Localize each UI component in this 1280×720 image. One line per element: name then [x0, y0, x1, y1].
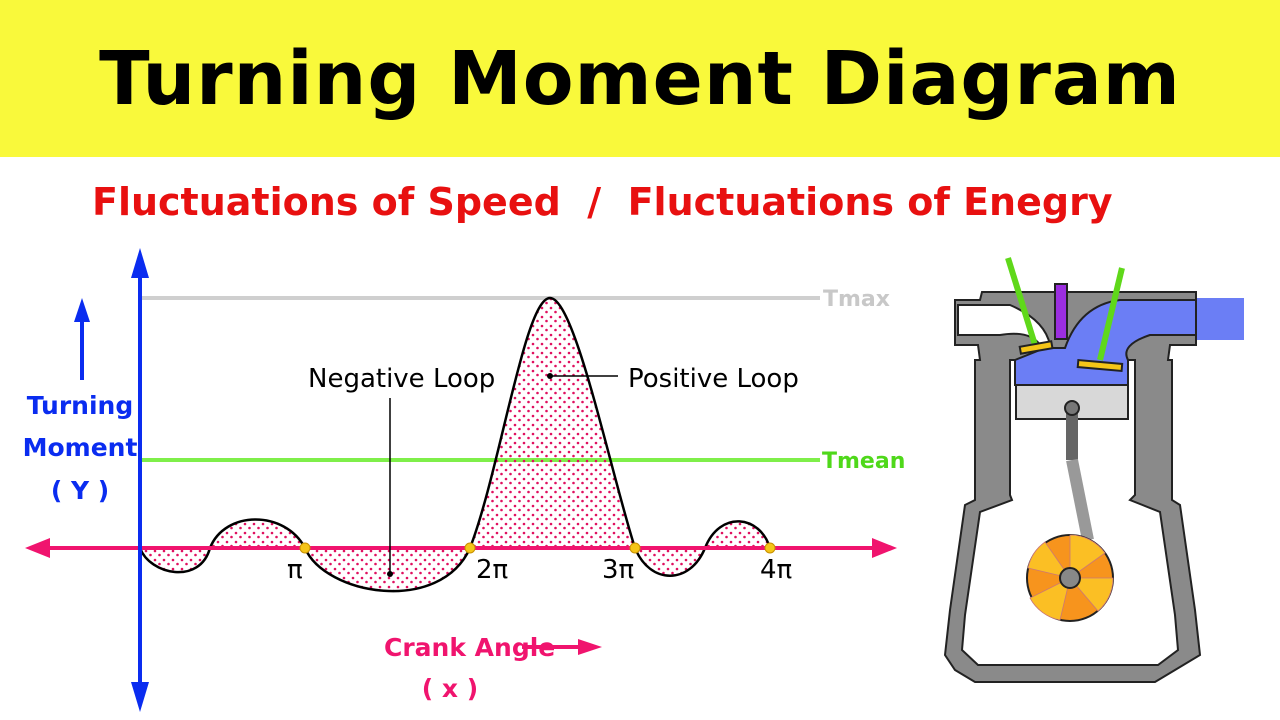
crossing-point [629, 542, 641, 554]
crossing-point [299, 542, 311, 554]
y-label-line1: Turning [27, 391, 134, 420]
x-axis-arrow-right [872, 538, 897, 558]
tick-2pi: 2π [476, 555, 508, 585]
engine-cylinder-illustration [943, 257, 1244, 683]
subtitle: Fluctuations of Speed / Fluctuations of … [92, 180, 1113, 224]
crossing-point [764, 542, 776, 554]
tick-pi: π [287, 555, 303, 585]
y-axis-arrow-down [131, 682, 149, 712]
y-label-line2: Moment [23, 433, 138, 462]
crossing-point [464, 542, 476, 554]
tmax-label: Tmax [823, 287, 890, 312]
y-axis-arrow-up [131, 248, 149, 278]
negative-loop-label: Negative Loop [308, 364, 495, 394]
title-banner: Turning Moment Diagram [0, 0, 1280, 157]
x-label-symbol: ( x ) [422, 674, 478, 703]
y-label-line3: ( Y ) [51, 476, 109, 505]
tick-4pi: 4π [760, 555, 792, 585]
y-label-arrowhead [74, 298, 90, 322]
tmean-label: Tmean [822, 449, 905, 474]
positive-loop-dot [547, 373, 553, 379]
negative-loop-dot [387, 571, 393, 577]
page-title: Turning Moment Diagram [99, 35, 1181, 122]
tick-3pi: 3π [602, 555, 634, 585]
x-axis-arrow-left [25, 538, 50, 558]
turning-moment-curve [138, 296, 772, 593]
x-label-arrowhead [578, 639, 602, 655]
positive-loop-label: Positive Loop [628, 364, 799, 394]
